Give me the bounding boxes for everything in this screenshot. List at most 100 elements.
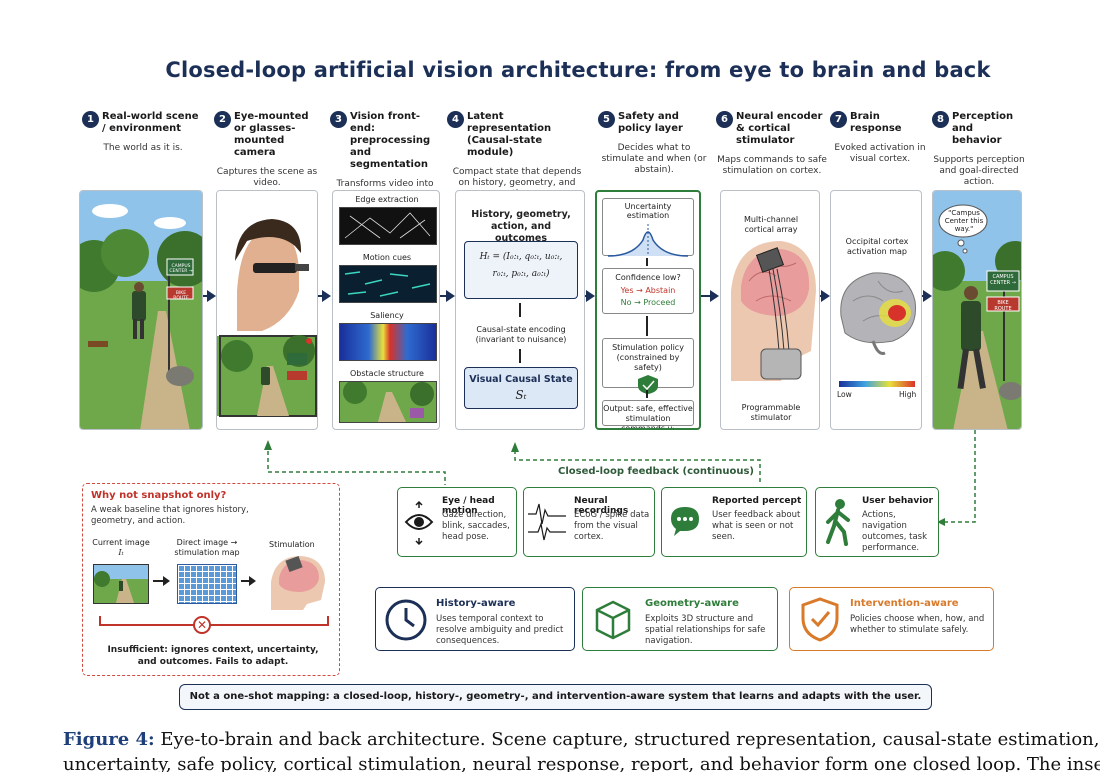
visual-causal-state-symbol: Sₜ [515, 388, 527, 402]
causal-encoding-label: Causal-state encoding (invariant to nuis… [475, 325, 567, 344]
frontend-item-motion: Motion cues [362, 253, 412, 262]
current-image-label: Current image [92, 538, 150, 547]
stage-name: Real-world scene / environment [102, 111, 199, 134]
abstain-label: Yes → Abstain [620, 286, 676, 295]
flow-arrow-3 [446, 290, 455, 302]
stage-name: Eye-mounted or glasses-mounted camera [234, 111, 309, 158]
feedback-card-text: User feedback about what is seen or not … [712, 510, 801, 542]
aware-card-history: History-aware Uses temporal context to r… [375, 587, 575, 651]
summary-banner: Not a one-shot mapping: a closed-loop, h… [179, 684, 932, 710]
snapshot-title: Why not snapshot only? [91, 490, 227, 501]
output-box: Output: safe, effective stimulation comm… [602, 400, 694, 428]
safety-panel: Uncertainty estimation Confidence low? Y… [595, 190, 701, 430]
camera-panel [216, 190, 318, 430]
feedback-card-eye-motion: Eye / head motion Gaze direction, blink,… [397, 487, 517, 557]
stage-number: 3 [330, 111, 347, 128]
policy-label: Stimulation policy (constrained by safet… [612, 343, 684, 372]
stage-number: 7 [830, 111, 847, 128]
obstacle-scene-icon [343, 380, 434, 422]
feedback-card-title: Neural recordings [574, 496, 629, 516]
perception-sign-top: CAMPUS CENTER → [990, 274, 1016, 286]
figure-caption: Figure 4: Eye-to-brain and back architec… [63, 729, 1099, 750]
saliency-map-image [339, 323, 437, 361]
latent-panel: History, geometry, action, and outcomes … [455, 190, 585, 430]
shield-check-icon [638, 375, 658, 394]
flow-arrow-6 [821, 290, 830, 302]
figure-caption-line2: uncertainty, safe policy, cortical stimu… [63, 754, 1100, 772]
feedback-card-behavior: User behavior Actions, navigation outcom… [815, 487, 939, 557]
stage-name: Safety and policy layer [618, 111, 683, 134]
uncertainty-box: Uncertainty estimation [602, 198, 694, 257]
flow-arrow-2 [322, 290, 331, 302]
uncertainty-label: Uncertainty estimation [624, 202, 672, 220]
aware-title: Geometry-aware [645, 598, 739, 609]
scene-sign-top: CAMPUS CENTER → [169, 264, 193, 274]
latent-arrow-2 [519, 349, 521, 363]
edge-map-image [339, 207, 437, 245]
feedback-card-text: Gaze direction, blink, saccades, head po… [442, 510, 510, 542]
figure-title: Closed-loop artificial vision architectu… [165, 58, 991, 82]
stage-desc: Captures the scene as video. [216, 167, 318, 188]
latent-heading: History, geometry, action, and outcomes [471, 209, 571, 244]
activation-colorbar [839, 381, 915, 387]
brain-panel: Occipital cortex activation map Low High [830, 190, 922, 430]
current-image-symbol: Iₜ [118, 548, 124, 557]
frontend-panel: Edge extraction Motion cues Saliency Obs… [332, 190, 440, 430]
cube-icon [595, 600, 631, 640]
stage-name: Brain response [850, 111, 902, 134]
scene-illustration [80, 191, 202, 429]
caption-text: Eye-to-brain and back architecture. Scen… [154, 729, 1100, 750]
colorbar-high-label: High [899, 390, 917, 399]
perception-sign-bottom: BIKE ROUTE [994, 300, 1012, 312]
policy-box: Stimulation policy (constrained by safet… [602, 338, 694, 394]
motion-map-image [339, 265, 437, 303]
stage-number: 6 [716, 111, 733, 128]
stage-desc: The world as it is. [103, 143, 183, 153]
visual-causal-state-box: Visual Causal State Sₜ [464, 367, 578, 409]
feedback-card-title: Reported percept [712, 496, 802, 506]
array-label: Multi-channel cortical array [743, 215, 799, 234]
aware-title: History-aware [436, 598, 516, 609]
speech-bubble-text: "Campus Center this way." [944, 209, 984, 233]
encoder-panel: Multi-channel cortical array Programmabl… [720, 190, 820, 430]
snapshot-arrow-1 [163, 576, 170, 586]
waveform-icon [528, 503, 566, 541]
flow-arrow-1 [207, 290, 216, 302]
feedback-label: Closed-loop feedback (continuous) [558, 466, 754, 477]
proceed-label: No → Proceed [620, 298, 676, 307]
snapshot-desc: A weak baseline that ignores history, ge… [91, 505, 249, 526]
speech-bubble-icon [671, 507, 699, 536]
x-circle-icon: ✕ [193, 616, 211, 634]
stage-desc: Maps commands to safe stimulation on cor… [717, 155, 827, 176]
feedback-card-title: User behavior [862, 496, 933, 506]
stage-name: Vision front-end: preprocessing and segm… [350, 111, 431, 170]
motion-vectors-icon [344, 271, 431, 297]
stage-name: Perception and behavior [952, 111, 1014, 146]
stage-number: 8 [932, 111, 949, 128]
stimulator-label: Programmable stimulator [741, 403, 801, 422]
stage-desc: Evoked activation in visual cortex. [834, 143, 926, 164]
aware-title: Intervention-aware [850, 598, 959, 609]
camera-wearer-illustration [217, 191, 317, 417]
frontend-item-obstacle: Obstacle structure [350, 369, 424, 378]
aware-card-intervention: Intervention-aware Policies choose when,… [789, 587, 994, 651]
brain-activation-illustration [840, 272, 917, 355]
scene-sign-bottom: BIKE ROUTE [173, 291, 189, 301]
eye-icon [404, 500, 434, 546]
feedback-card-title: Eye / head motion [442, 496, 495, 516]
flow-arrow-4 [586, 290, 595, 302]
shield-check-icon [801, 597, 839, 642]
aware-text: Policies choose when, how, and whether t… [850, 614, 985, 635]
stage-desc: Supports perception and goal-directed ac… [933, 155, 1025, 187]
aware-text: Uses temporal context to resolve ambigui… [436, 614, 564, 646]
feedback-card-neural: Neural recordings ECoG / spike data from… [523, 487, 655, 557]
history-formula-box: Hₜ = (I₀:ₜ, q₀:ₜ, u₀:ₜ, r₀:ₜ, p₀:ₜ, a₀:ₜ… [464, 241, 578, 299]
flow-arrow-7 [923, 290, 932, 302]
caption-label: Figure 4: [63, 729, 155, 750]
visual-causal-state-title: Visual Causal State [469, 374, 573, 385]
stage-number: 4 [447, 111, 464, 128]
snapshot-arrow-2 [249, 576, 256, 586]
